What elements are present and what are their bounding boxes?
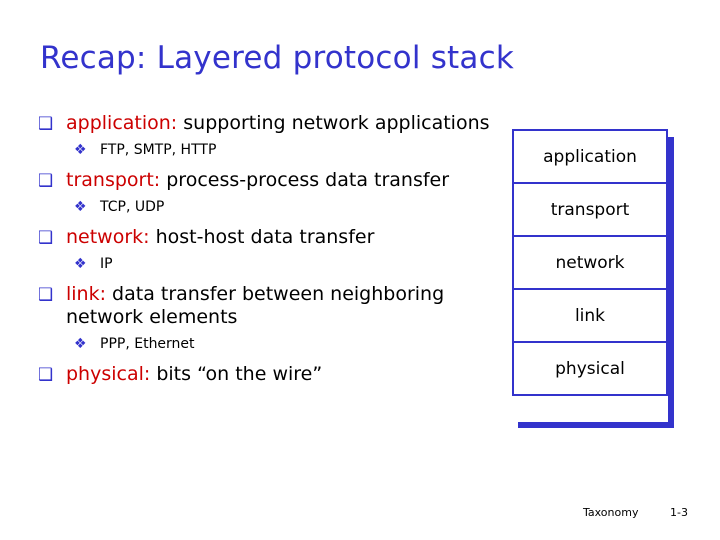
stack-layer-link: link	[512, 288, 668, 343]
bullet-text: data transfer between neighboring networ…	[66, 283, 445, 328]
sub-item-transport-examples: ❖ TCP, UDP	[38, 199, 498, 216]
sub-marker-icon: ❖	[74, 256, 87, 272]
sub-text: FTP, SMTP, HTTP	[100, 142, 217, 158]
stack-layer-label: application	[543, 146, 637, 167]
page-title: Recap: Layered protocol stack	[40, 40, 514, 76]
bullet-item-transport: ❑ transport: process-process data transfe…	[38, 169, 498, 192]
stack-layer-label: link	[574, 305, 606, 326]
bullet-keyword: application:	[66, 112, 178, 134]
stack-layer-physical: physical	[512, 341, 668, 396]
stack-layer-label: network	[555, 252, 625, 273]
bullet-marker-icon: ❑	[38, 114, 54, 134]
bullet-marker-icon: ❑	[38, 228, 54, 248]
sub-item-network-examples: ❖ IP	[38, 256, 498, 273]
bullet-text: host-host data transfer	[149, 226, 375, 248]
bullet-text: bits “on the wire”	[150, 363, 323, 385]
bullet-keyword: network:	[66, 226, 150, 248]
bullet-item-application: ❑ application: supporting network applica…	[38, 112, 498, 135]
sub-item-application-examples: ❖ FTP, SMTP, HTTP	[38, 142, 498, 159]
sub-marker-icon: ❖	[74, 142, 87, 158]
stack-layer-label: physical	[555, 358, 625, 379]
bullet-marker-icon: ❑	[38, 285, 54, 305]
sub-text: IP	[100, 256, 113, 272]
bullet-item-network: ❑ network: host-host data transfer	[38, 226, 498, 249]
stack-layer-transport: transport	[512, 182, 668, 237]
stack-shadow-right	[668, 137, 674, 422]
bullet-keyword: physical:	[66, 363, 151, 385]
slide-number: 1-3	[670, 506, 688, 519]
bullet-text: process-process data transfer	[160, 169, 450, 191]
sub-text: TCP, UDP	[100, 199, 165, 215]
stack-shadow-bottom	[518, 422, 674, 428]
stack-layer-network: network	[512, 235, 668, 290]
stack-layer-application: application	[512, 129, 668, 184]
bullet-item-link: ❑ link: data transfer between neighboring…	[38, 283, 498, 329]
bullet-marker-icon: ❑	[38, 365, 54, 385]
protocol-stack-diagram: application transport network link physi…	[512, 129, 674, 428]
sub-marker-icon: ❖	[74, 199, 87, 215]
bullet-text: supporting network applications	[177, 112, 490, 134]
sub-text: PPP, Ethernet	[100, 336, 195, 352]
bullet-item-physical: ❑ physical: bits “on the wire”	[38, 363, 498, 386]
sub-marker-icon: ❖	[74, 336, 87, 352]
stack-layer-label: transport	[550, 199, 630, 220]
bullet-keyword: transport:	[66, 169, 161, 191]
bullet-list: ❑ application: supporting network applica…	[38, 112, 498, 388]
bullet-marker-icon: ❑	[38, 171, 54, 191]
footer-label: Taxonomy	[583, 506, 639, 519]
bullet-keyword: link:	[66, 283, 107, 305]
sub-item-link-examples: ❖ PPP, Ethernet	[38, 336, 498, 353]
